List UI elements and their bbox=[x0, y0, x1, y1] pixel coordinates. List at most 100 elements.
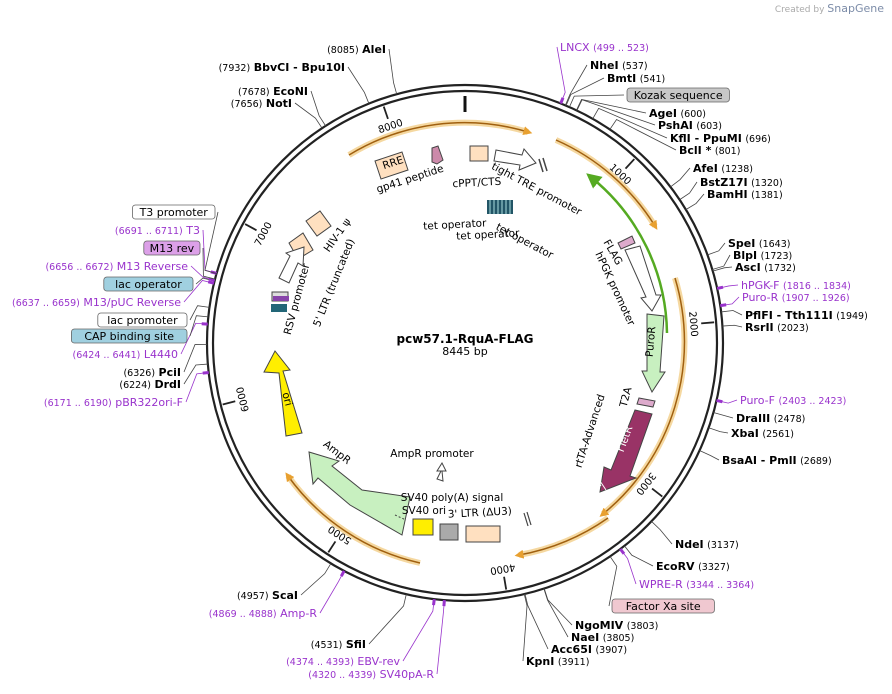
misc-arc-right-top-line bbox=[555, 139, 658, 230]
primer-mark-lncx bbox=[559, 97, 565, 104]
site-draiii[interactable]: DraIII (2478) bbox=[736, 412, 805, 425]
feature-name-lacprom: lac promoter bbox=[107, 314, 178, 327]
site-econi[interactable]: (7678) EcoNI bbox=[238, 85, 308, 98]
label-puror: Puro-R (1907 .. 1926) bbox=[742, 291, 850, 304]
site-m13rev2[interactable]: (6656 .. 6672) M13 Reverse bbox=[45, 260, 188, 273]
primer-mark-pbr bbox=[202, 370, 209, 375]
site-scai[interactable]: (4957) ScaI bbox=[237, 589, 298, 602]
leader-bstz bbox=[679, 181, 698, 201]
site-puror[interactable]: Puro-R (1907 .. 1926) bbox=[742, 291, 850, 304]
rtta-hatch bbox=[592, 473, 607, 491]
site-pshai[interactable]: PshAI (603) bbox=[658, 119, 722, 132]
site-noti[interactable]: (7656) NotI bbox=[231, 97, 292, 110]
site-cap[interactable]: CAP binding site bbox=[71, 328, 188, 344]
site-bmti[interactable]: BmtI (541) bbox=[607, 72, 665, 85]
site-sv40pa[interactable]: (4320 .. 4339) SV40pA-R bbox=[308, 668, 434, 681]
site-t3prom[interactable]: T3 promoter bbox=[131, 204, 216, 220]
site-bstz[interactable]: BstZ17I (1320) bbox=[700, 176, 783, 189]
leader-bamhi bbox=[685, 193, 705, 210]
site-kozak[interactable]: Kozak sequence bbox=[626, 87, 730, 103]
leader-t3 bbox=[202, 229, 217, 274]
leader-cap bbox=[189, 315, 209, 337]
site-lacprom[interactable]: lac promoter bbox=[97, 312, 188, 328]
site-afei[interactable]: AfeI (1238) bbox=[693, 162, 753, 175]
site-bbvci[interactable]: (7932) BbvCI - Bpu10I bbox=[219, 61, 345, 74]
label-t3: (6691 .. 6711) T3 bbox=[115, 224, 200, 237]
feature-label-sv40ori: SV40 ori bbox=[402, 505, 446, 517]
site-bamhi[interactable]: BamHI (1381) bbox=[707, 188, 783, 201]
leader-spei bbox=[707, 242, 726, 256]
site-drdi[interactable]: (6224) DrdI bbox=[119, 378, 181, 391]
label-ebv: (4374 .. 4393) EBV-rev bbox=[286, 655, 400, 668]
cppt-box bbox=[469, 145, 489, 162]
site-m13puc[interactable]: (6637 .. 6659) M13/pUC Reverse bbox=[12, 296, 181, 309]
rre-box bbox=[374, 151, 409, 180]
site-bcli[interactable]: BclI * (801) bbox=[679, 144, 740, 157]
site-t3[interactable]: (6691 .. 6711) T3 bbox=[115, 224, 200, 237]
feature-name-t3prom: T3 promoter bbox=[139, 206, 209, 219]
leader-bbvci bbox=[347, 66, 370, 104]
label-drdi: (6224) DrdI bbox=[119, 378, 181, 391]
site-factorxa[interactable]: Factor Xa site bbox=[611, 598, 715, 614]
leader-pflfi bbox=[721, 310, 743, 316]
site-blpi[interactable]: BlpI (1723) bbox=[733, 249, 792, 262]
site-asci[interactable]: AscI (1732) bbox=[735, 261, 796, 274]
site-hpgk[interactable]: hPGK-F (1816 .. 1834) bbox=[741, 279, 851, 292]
site-rsrii[interactable]: RsrII (2023) bbox=[745, 321, 809, 334]
label-naei: NaeI (3805) bbox=[571, 631, 634, 644]
label-spei: SpeI (1643) bbox=[728, 237, 790, 250]
site-alei[interactable]: (8085) AleI bbox=[327, 43, 386, 56]
gp41-peptide-arrow bbox=[431, 145, 444, 165]
feature-box-m13rev bbox=[143, 240, 201, 256]
site-kpni[interactable]: KpnI (3911) bbox=[526, 655, 589, 668]
site-bsaai[interactable]: BsaAI - PmlI (2689) bbox=[722, 454, 832, 467]
site-spei[interactable]: SpeI (1643) bbox=[728, 237, 790, 250]
site-agei[interactable]: AgeI (600) bbox=[649, 107, 706, 120]
site-sfii[interactable]: (4531) SfiI bbox=[311, 638, 366, 651]
site-nhei[interactable]: NheI (537) bbox=[590, 59, 648, 72]
leader-bcli bbox=[609, 119, 677, 151]
site-acc65i[interactable]: Acc65I (3907) bbox=[551, 643, 627, 656]
sv40-polya-box bbox=[412, 518, 434, 536]
label-nhei: NheI (537) bbox=[590, 59, 648, 72]
leader-acc65i bbox=[524, 593, 549, 650]
site-m13rev[interactable]: M13 rev bbox=[143, 240, 201, 256]
primer-mark-ampr bbox=[339, 570, 346, 577]
feature-label-cppt: cPPT/CTS bbox=[452, 176, 502, 191]
leader-xbai bbox=[708, 427, 729, 434]
site-ebv[interactable]: (4374 .. 4393) EBV-rev bbox=[286, 655, 400, 668]
rsv-promoter-arrow bbox=[278, 246, 305, 284]
site-ecorv[interactable]: EcoRV (3327) bbox=[656, 560, 730, 573]
site-l4440[interactable]: (6424 .. 6441) L4440 bbox=[73, 348, 178, 361]
site-lacop[interactable]: lac operator bbox=[103, 276, 194, 292]
label-xbai: XbaI (2561) bbox=[731, 427, 794, 440]
label-noti: (7656) NotI bbox=[231, 97, 292, 110]
label-ampr: (4869 .. 4888) Amp-R bbox=[209, 607, 318, 620]
site-pflfi[interactable]: PflFI - Tth111I (1949) bbox=[745, 309, 868, 322]
ltr3-site-2 bbox=[526, 511, 532, 526]
site-purof[interactable]: Puro-F (2403 .. 2423) bbox=[740, 394, 846, 407]
plasmid-length: 8445 bp bbox=[442, 345, 487, 358]
site-lncx[interactable]: LNCX (499 .. 523) bbox=[560, 41, 649, 54]
site-pbr[interactable]: (6171 .. 6190) pBR322ori-F bbox=[44, 396, 183, 409]
hpgk-promoter-arrow bbox=[624, 245, 662, 312]
tight-tre-promoter-arrow bbox=[493, 148, 537, 171]
site-wpre[interactable]: WPRE-R (3344 .. 3364) bbox=[639, 578, 754, 591]
site-ngomiv[interactable]: NgoMIV (3803) bbox=[575, 619, 658, 632]
plasmid-name: pcw57.1-RquA-FLAG bbox=[397, 332, 534, 346]
site-xbai[interactable]: XbaI (2561) bbox=[731, 427, 794, 440]
feature-label-t2a: T2A bbox=[617, 385, 634, 409]
leader-alei bbox=[388, 48, 398, 95]
site-ndei[interactable]: NdeI (3137) bbox=[675, 538, 739, 551]
site-naei[interactable]: NaeI (3805) bbox=[571, 631, 634, 644]
site-pcii[interactable]: (6326) PciI bbox=[123, 366, 181, 379]
feature-name-lacop: lac operator bbox=[115, 278, 182, 291]
label-bcli: BclI * (801) bbox=[679, 144, 740, 157]
feature-label-tetop1: tet operator bbox=[423, 217, 487, 232]
misc-arc-right-line bbox=[599, 277, 686, 517]
site-ampr[interactable]: (4869 .. 4888) Amp-R bbox=[209, 607, 318, 620]
leader-afei bbox=[670, 167, 691, 188]
site-kfli[interactable]: KflI - PpuMI (696) bbox=[670, 132, 771, 145]
label-sv40pa: (4320 .. 4339) SV40pA-R bbox=[308, 668, 434, 681]
feature-label-puro: PuroR bbox=[644, 326, 659, 358]
